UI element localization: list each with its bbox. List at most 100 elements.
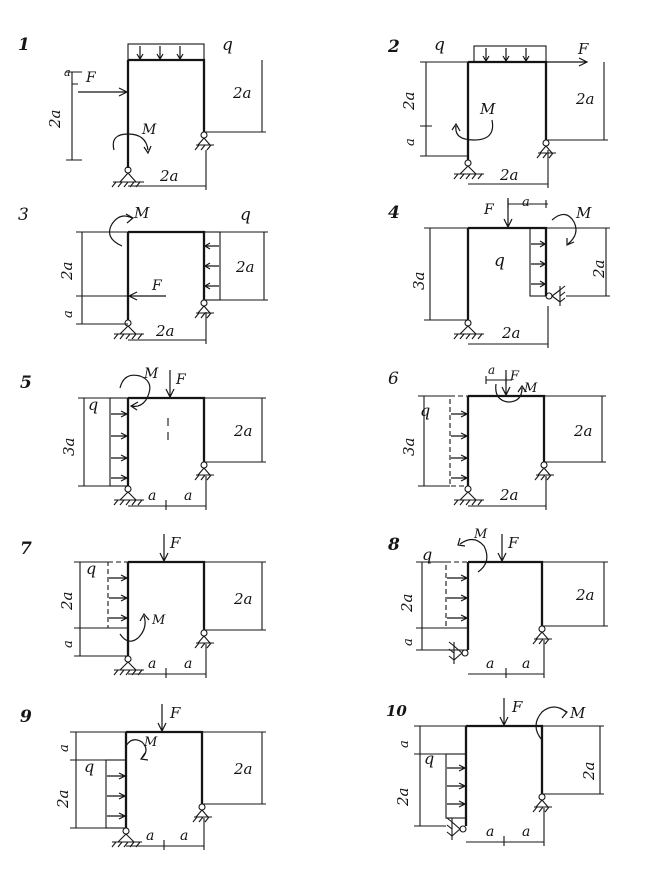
- dimension-line: [204, 561, 266, 631]
- force-arrow: [78, 87, 129, 97]
- dimension-line: [128, 150, 207, 190]
- roller-support: [545, 285, 566, 306]
- frame-number: 10: [386, 702, 407, 720]
- pin-support: [111, 827, 142, 848]
- dimension-right: 2a: [235, 258, 255, 276]
- dimension-bottom-2: a: [522, 824, 530, 840]
- roller-support: [532, 625, 552, 645]
- roller-support: [194, 131, 214, 151]
- moment-arrow: [109, 213, 135, 247]
- pin-support: [111, 166, 144, 188]
- frame-number: 8: [387, 535, 400, 555]
- frame-10: 10 q F M a 2a 2a a a: [386, 698, 604, 846]
- dimension-bottom-1: a: [486, 824, 494, 840]
- moment-label: M: [569, 704, 586, 722]
- dimension-left-bottom: a: [403, 138, 418, 146]
- force-arrow: [127, 291, 166, 301]
- moment-arrow: [119, 374, 151, 411]
- dimension-line: [416, 561, 468, 651]
- force-label: F: [85, 70, 97, 86]
- load-label: q: [434, 35, 445, 55]
- load-label: q: [420, 401, 430, 420]
- dimension-line: [542, 561, 608, 627]
- frame-8: 8 q F M 2a a 2a a a: [387, 527, 608, 678]
- dimension-line: [70, 731, 126, 829]
- dimension-bottom: 2a: [499, 486, 519, 504]
- dimension-right: 2a: [573, 422, 593, 440]
- dimension-right: 2a: [233, 590, 253, 608]
- dimension-line: [468, 476, 547, 510]
- dimension-bottom-1: a: [148, 488, 156, 504]
- distributed-load: [109, 397, 129, 487]
- dimension-right: 2a: [232, 84, 252, 102]
- dimension-left-top: 2a: [398, 594, 416, 614]
- frame-6: 6 q F M a 3a 2a 2a: [388, 363, 606, 510]
- force-arrow: [497, 534, 507, 563]
- moment-arrow: [495, 383, 527, 403]
- frame-member: [124, 730, 204, 828]
- force-label: F: [175, 372, 187, 388]
- force-arrow: [546, 57, 589, 67]
- frame-1: 1 q F M a 2a 2a: [18, 35, 266, 190]
- distributed-load: [107, 561, 129, 629]
- frame-number: 2: [387, 37, 400, 57]
- dimension-line: [466, 808, 545, 846]
- frame-number: 5: [20, 373, 32, 393]
- dimension-line: [544, 395, 606, 463]
- load-label: q: [494, 251, 505, 271]
- dimension-right: 2a: [580, 762, 598, 782]
- frame-2: 2 q F M 2a a 2a 2a: [387, 35, 608, 188]
- dimension-line: [468, 640, 545, 678]
- dimension-bottom: 2a: [155, 322, 175, 340]
- dimension-line: [74, 561, 128, 657]
- frame-member: [466, 394, 546, 486]
- dimension-bottom-2: a: [522, 656, 530, 672]
- roller-support: [194, 629, 214, 649]
- load-label: q: [222, 35, 233, 55]
- distributed-load: [105, 759, 127, 829]
- dimension-line: [202, 731, 266, 805]
- dimension-left-bottom: a: [61, 310, 76, 318]
- pin-support: [113, 319, 144, 340]
- dimension-left: 3a: [400, 438, 418, 457]
- frame-9: 9 q F M a 2a 2a a a: [20, 704, 266, 850]
- distributed-load: [473, 45, 547, 63]
- moment-arrow: [112, 133, 152, 155]
- moment-label: M: [133, 204, 150, 222]
- frame-number: 3: [18, 205, 29, 225]
- force-arrow: [157, 704, 167, 733]
- frame-member: [466, 226, 548, 320]
- moment-arrow: [451, 119, 494, 141]
- dimension-bottom-1: a: [148, 656, 156, 672]
- dimension-line: [468, 306, 549, 348]
- dimension-left-top: 2a: [58, 262, 76, 282]
- frame-member: [126, 396, 206, 486]
- dimension-left-bottom: 2a: [54, 790, 72, 810]
- dimension-bottom-2: a: [180, 828, 188, 844]
- force-label: F: [509, 369, 520, 384]
- load-label: q: [86, 559, 96, 578]
- moment-label: M: [143, 735, 158, 750]
- frame-number: 6: [388, 369, 399, 389]
- distributed-load: [449, 395, 469, 487]
- dimension-line: [420, 61, 468, 157]
- force-arrow: [159, 534, 169, 563]
- dimension-left-bottom: a: [401, 638, 416, 646]
- dimension-line: [66, 71, 82, 161]
- moment-arrow: [551, 213, 577, 246]
- load-label: q: [88, 395, 98, 414]
- dimension-left: 3a: [410, 272, 428, 291]
- dimension-line: [128, 476, 207, 510]
- roller-support: [534, 461, 554, 481]
- dimension-left: 3a: [60, 438, 78, 457]
- dimension-bottom: 2a: [159, 167, 179, 185]
- distributed-load: [529, 227, 547, 297]
- dimension-left-bottom: a: [61, 640, 76, 648]
- frame-5: 5 q F M 3a 2a a a: [20, 366, 266, 510]
- dimension-bottom-1: a: [486, 656, 494, 672]
- roller-support: [532, 793, 552, 813]
- moment-label: M: [473, 527, 488, 542]
- moment-arrow: [119, 612, 150, 642]
- dimension-line: [78, 397, 110, 487]
